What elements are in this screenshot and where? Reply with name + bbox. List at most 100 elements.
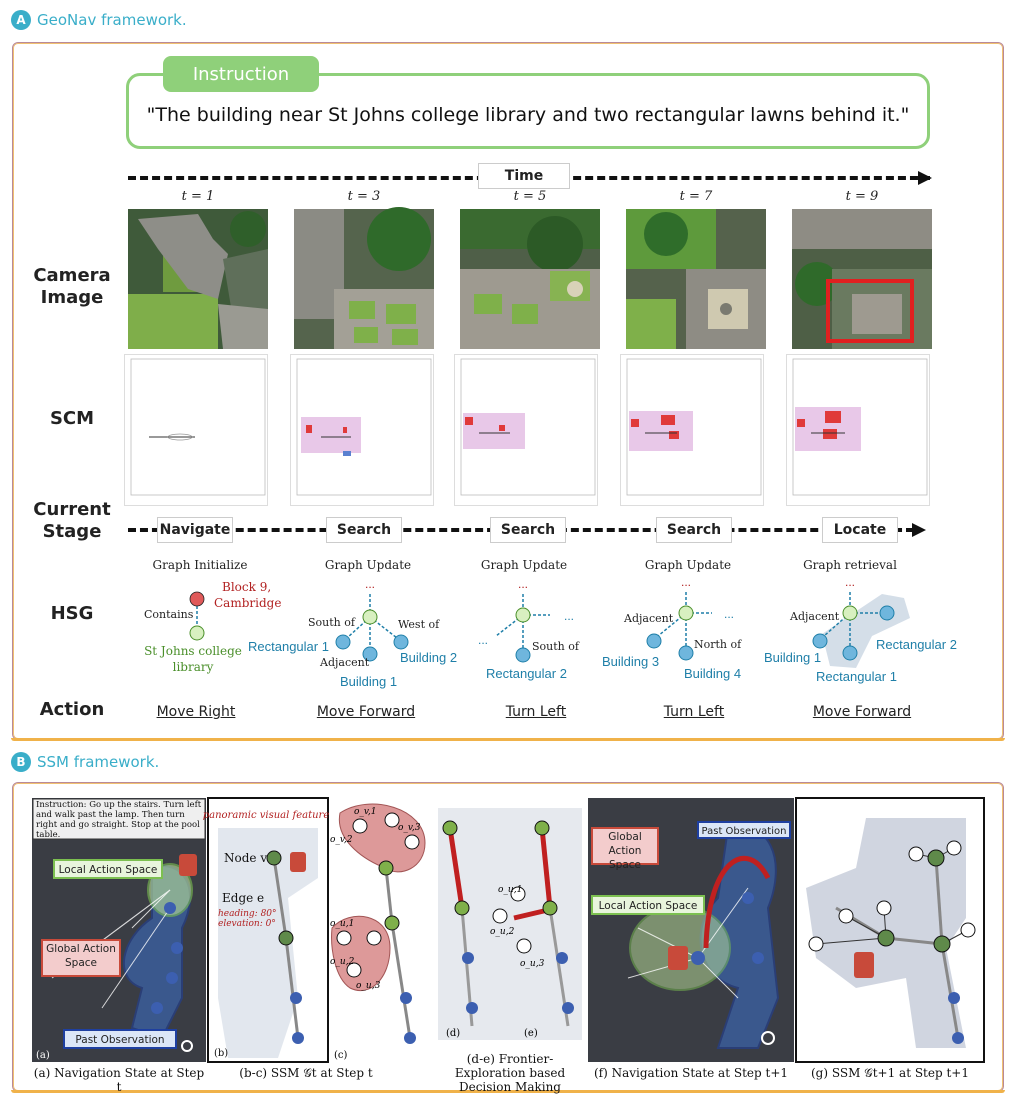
sublabel: (d)	[446, 1028, 460, 1039]
section-b-title: SSM framework.	[37, 753, 160, 771]
section-b-badge: B	[11, 752, 31, 772]
timestep-label: t = 7	[679, 189, 713, 204]
hsg-label: ...	[724, 607, 734, 621]
robot-icon	[179, 854, 197, 876]
hsg-title: Graph Update	[645, 558, 731, 572]
hsg-label: Contains	[144, 608, 194, 621]
caption: (g) SSM 𝒢t+1 at Step t+1	[810, 1066, 969, 1080]
caption: (d-e) Frontier-Exploration based Decisio…	[454, 1052, 566, 1094]
stage-label: Locate	[822, 517, 898, 543]
camera-image	[792, 209, 932, 349]
sublabel: (a)	[36, 1050, 50, 1061]
nav-state-t-figure: Instruction: Go up the stairs. Turn left…	[32, 798, 206, 1062]
hsg-label: Building 3	[602, 654, 659, 669]
hsg-label: St Johns college	[144, 644, 242, 658]
target-highlight-box	[826, 279, 914, 343]
hsg-label: ...	[845, 575, 855, 589]
hsg-label: Block 9,	[222, 580, 271, 594]
node-label: o_u,3	[520, 959, 545, 969]
sublabel: (e)	[524, 1028, 538, 1039]
decision-arrow	[447, 827, 465, 909]
scm-map	[124, 354, 268, 506]
node-label: o_u,3	[356, 981, 381, 991]
hsg-title: Graph Update	[325, 558, 411, 572]
camera-image	[626, 209, 766, 349]
sublabel: (b)	[214, 1048, 228, 1059]
caption: (f) Navigation State at Step t+1	[593, 1066, 789, 1080]
hsg-label: Building 1	[764, 650, 821, 665]
robot-icon	[290, 852, 306, 872]
action-label: Move Right	[156, 704, 236, 720]
timestep-label: t = 3	[347, 189, 381, 204]
action-label: Move Forward	[316, 704, 416, 720]
panoramic-label: panoramic visual feature	[203, 810, 330, 821]
section-b-header: B SSM framework.	[11, 752, 159, 772]
row-label-hsg: HSG	[50, 603, 94, 624]
hsg-label: ...	[681, 575, 691, 589]
row-label-stage: Current Stage	[33, 499, 111, 542]
hsg-label: library	[173, 660, 214, 674]
action-label: Move Forward	[812, 704, 912, 720]
hsg-label: Adjacent	[789, 610, 840, 623]
hsg-node-library	[189, 625, 205, 641]
camera-image	[128, 209, 268, 349]
local-action-space-label: Local Action Space	[599, 900, 698, 912]
past-observation-label: Past Observation	[702, 826, 787, 837]
hsg-label: ...	[518, 577, 528, 591]
hsg-label: Adjacent	[623, 612, 674, 625]
global-action-space-label: Global Action Space	[46, 943, 116, 969]
row-label-scm: SCM	[49, 408, 95, 429]
local-action-space-label: Local Action Space	[59, 864, 158, 876]
hsg-label: Building 1	[340, 674, 397, 689]
nav-state-t1-figure: Global Action Space Past Observation Loc…	[588, 798, 794, 1062]
instruction-tab: Instruction	[163, 56, 319, 92]
edge-label: Edge e	[222, 891, 264, 905]
hsg-title: Graph retrieval	[803, 558, 897, 572]
caption: (b-c) SSM 𝒢t at Step t	[239, 1066, 373, 1080]
past-observation-label: Past Observation	[75, 1034, 164, 1046]
hsg-label: Adjacent	[319, 656, 370, 669]
ssm-graph-figure: panoramic visual feature Node v Edge e h…	[203, 797, 329, 1063]
node-cluster-figure: o_v,1 o_v,2 o_v,3 o_u,1 o_u,2 o_u,3 (c)	[330, 803, 426, 1061]
scm-map	[454, 354, 598, 506]
hsg-node-block	[189, 591, 205, 607]
instruction-text: "The building near St Johns college libr…	[146, 104, 910, 126]
node-label: o_u,2	[490, 927, 515, 937]
hsg-label: ...	[564, 609, 574, 623]
hsg-label: Building 4	[684, 666, 741, 681]
ssm-graph-t1-figure	[795, 797, 985, 1063]
hsg-label: Building 2	[400, 650, 457, 665]
hsg-graph: Graph Update ... Adjacent ... North of B…	[602, 558, 742, 681]
ssm-instruction: Instruction: Go up the stairs. Turn left…	[36, 800, 202, 840]
node-label: o_u,1	[330, 919, 354, 929]
stage-label: Search	[326, 517, 402, 543]
hsg-graph: Graph retrieval ... Adjacent Rectangular…	[764, 558, 957, 684]
hsg-title: Graph Initialize	[153, 558, 248, 572]
heading-label: heading: 80°	[218, 909, 277, 919]
timestep-label: t = 1	[181, 189, 215, 204]
node-label: o_u,1	[498, 885, 522, 895]
section-a-badge: A	[11, 10, 31, 30]
hsg-label: South of	[308, 616, 356, 629]
hsg-label: Rectangular 1	[816, 669, 897, 684]
action-label: Turn Left	[663, 704, 725, 720]
hsg-label: South of	[532, 640, 580, 653]
hsg-title: Graph Update	[481, 558, 567, 572]
hsg-label: North of	[694, 638, 742, 651]
instruction-box	[126, 73, 930, 149]
stage-label: Search	[656, 517, 732, 543]
scm-map	[620, 354, 764, 506]
hsg-graph: Graph Update ... ... ... South of Rectan…	[478, 558, 580, 681]
hsg-label: ...	[478, 633, 488, 647]
time-arrow-icon	[918, 171, 932, 185]
camera-image	[294, 207, 434, 349]
node-label: Node v	[224, 851, 267, 865]
hsg-graph: Graph Initialize Block 9, Cambridge Cont…	[144, 558, 281, 674]
row-label-camera: Camera Image	[33, 265, 111, 308]
hsg-label: Rectangular 1	[248, 639, 329, 654]
camera-image	[460, 209, 600, 349]
hsg-label: West of	[398, 618, 440, 631]
move-arrow	[703, 856, 771, 949]
node-label: o_v,1	[354, 807, 377, 817]
hsg-label: Rectangular 2	[876, 637, 957, 652]
